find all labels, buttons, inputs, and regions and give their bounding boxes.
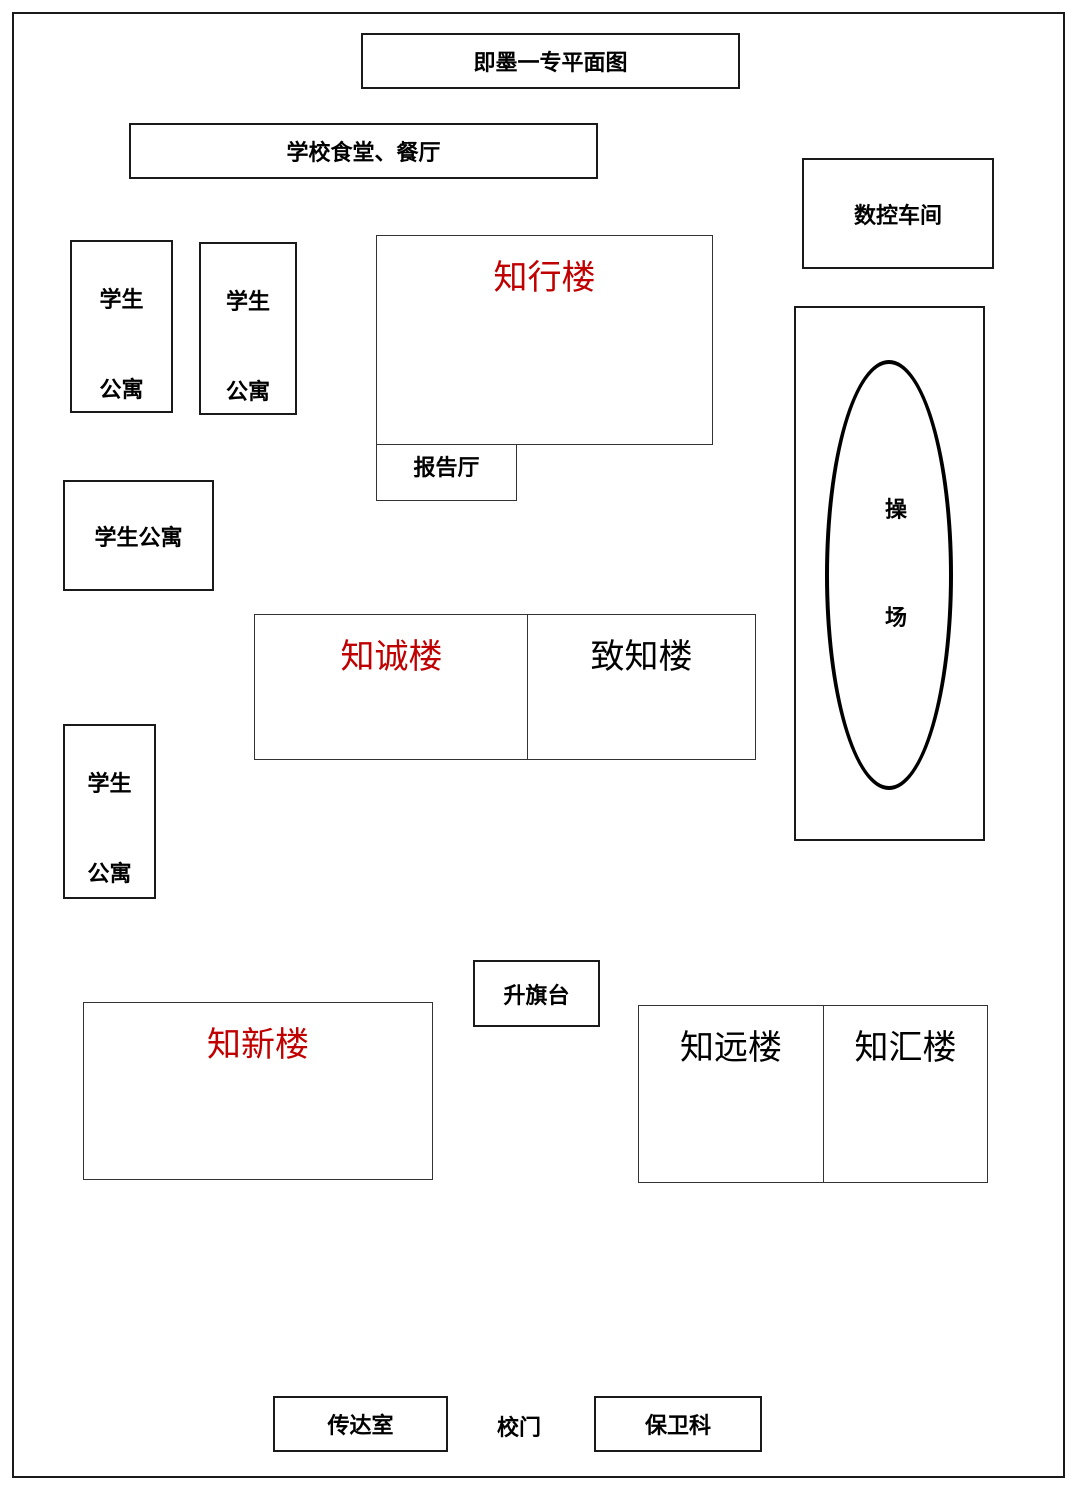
map-title-box: 即墨一专平面图 (361, 33, 740, 89)
map-title: 即墨一专平面图 (473, 50, 628, 76)
building-zhicheng: 知诚楼 (255, 615, 528, 759)
building-zhiyuan-zhihui: 知远楼 知汇楼 (638, 1005, 988, 1183)
building-zhicheng-zhizhi: 知诚楼 致知楼 (254, 614, 756, 760)
building-zhixin: 知新楼 (83, 1002, 433, 1180)
running-track (825, 360, 953, 790)
cnc-workshop-label: 数控车间 (853, 202, 942, 229)
building-dorm-4: 学生 公寓 (63, 724, 156, 899)
building-dorm-2: 学生 公寓 (199, 242, 297, 415)
lecture-hall-label: 报告厅 (413, 455, 480, 481)
building-security: 保卫科 (594, 1396, 762, 1452)
map-border (12, 12, 1065, 1478)
dorm-1-label-line1: 学生 (99, 287, 144, 313)
zhiyuan-label: 知远楼 (680, 1028, 782, 1068)
building-zhixing: 知行楼 (376, 235, 713, 445)
playground-label-line2: 场 (885, 605, 908, 631)
zhixin-label: 知新楼 (207, 1025, 309, 1065)
dorm-1-label-line2: 公寓 (99, 377, 144, 403)
zhixing-label: 知行楼 (493, 258, 596, 298)
building-cnc-workshop: 数控车间 (802, 158, 994, 269)
zhizhi-label: 致知楼 (590, 637, 693, 677)
dorm-4-label-line1: 学生 (87, 771, 132, 797)
building-zhihui: 知汇楼 (824, 1006, 987, 1182)
building-dorm-1: 学生 公寓 (70, 240, 173, 413)
flag-platform-label: 升旗台 (503, 982, 570, 1009)
canteen-label: 学校食堂、餐厅 (286, 140, 441, 166)
building-dorm-3: 学生公寓 (63, 480, 214, 591)
dorm-2-label-line1: 学生 (225, 289, 270, 315)
building-divider (823, 1006, 824, 1182)
zhicheng-label: 知诚楼 (340, 637, 443, 677)
flag-platform: 升旗台 (473, 960, 600, 1027)
dorm-2-label-line2: 公寓 (225, 379, 270, 405)
gate-label: 校门 (497, 1415, 542, 1441)
dorm-4-label-line2: 公寓 (87, 861, 132, 887)
zhihui-label: 知汇楼 (854, 1028, 957, 1068)
reception-label: 传达室 (327, 1413, 394, 1439)
building-zhiyuan: 知远楼 (639, 1006, 823, 1182)
security-label: 保卫科 (644, 1413, 711, 1439)
building-lecture-hall: 报告厅 (376, 444, 517, 501)
building-canteen: 学校食堂、餐厅 (129, 123, 598, 179)
dorm-3-label: 学生公寓 (94, 524, 183, 551)
building-reception: 传达室 (273, 1396, 448, 1452)
building-zhizhi: 致知楼 (528, 615, 755, 759)
playground-label-line1: 操 (885, 497, 908, 523)
building-divider (527, 615, 528, 759)
